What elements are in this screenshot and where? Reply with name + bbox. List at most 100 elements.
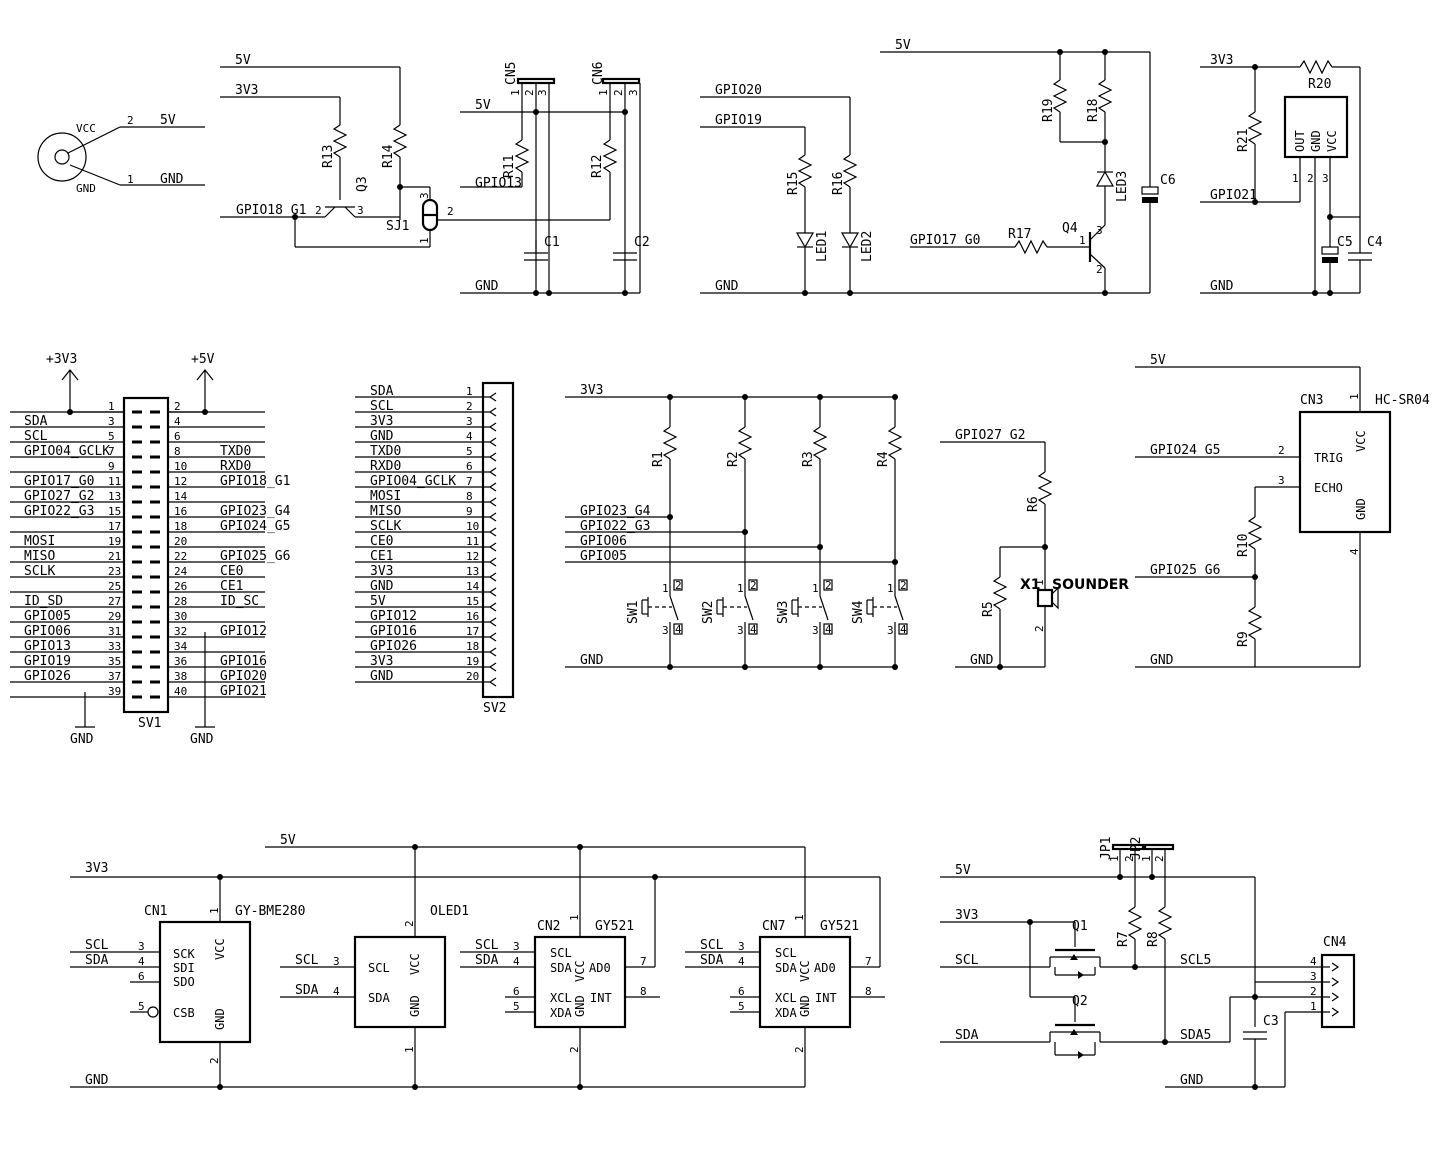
temp-sensor-section: 3V3 R20 R21 OUT GND VCC 1 2 3 GPIO21 C5 …: [1200, 53, 1383, 296]
q2-label: Q2: [1072, 994, 1088, 1009]
sw-pin-box: [673, 579, 683, 591]
sv2-pin: 15: [466, 595, 479, 608]
gy521-a-model: GY521: [595, 919, 634, 934]
sv2-net: GND: [370, 579, 394, 594]
sv1-odd-pin: 27: [108, 595, 121, 608]
sv1-pin-mark: [132, 620, 142, 624]
q4-section: 5V R19 R18 LED3 C6 Q4 R17 GPIO17_G0 1 2 …: [880, 38, 1176, 296]
i2c-shift-section: JP1 JP2 1 2 1 2 5V 3V3 SCL SDA Q1 Q2 R7 …: [940, 837, 1356, 1090]
bme-p4: 4: [138, 955, 145, 968]
us-p4: 4: [1348, 548, 1361, 555]
sounder-label: SOUNDER: [1052, 577, 1129, 593]
gya-int: INT: [590, 991, 612, 1005]
bme-p5: 5: [138, 1000, 145, 1013]
sv2-pin-mark: [488, 587, 497, 597]
cn4-p3: 3: [1310, 970, 1317, 983]
sv2-pin: 6: [466, 460, 473, 473]
r16-label: R16: [831, 172, 846, 195]
us-p3: 3: [1278, 474, 1285, 487]
us-net-gnd: GND: [1150, 653, 1174, 668]
pullup-resistor-label: R3: [801, 451, 816, 467]
sv1-odd-pin: 33: [108, 640, 121, 653]
sv1-pin-mark: [132, 485, 142, 489]
sv1-odd-pin: 21: [108, 550, 121, 563]
sv1-pin-mark: [150, 410, 160, 414]
sv2-pin-mark: [488, 407, 497, 417]
sv1-odd-pin: 5: [108, 430, 115, 443]
sv1-even-pin: 40: [174, 685, 187, 698]
sv1-left-net: GPIO06: [24, 624, 71, 639]
sv2-net: GND: [370, 669, 394, 684]
sv1-left-net: GPIO05: [24, 609, 71, 624]
us-gnd: GND: [1354, 498, 1368, 520]
sv1-pin-mark: [150, 455, 160, 459]
i2c-modules-section: CN1 GY-BME280 SCK SDI SDO CSB VCC GND 1 …: [70, 833, 885, 1090]
sv1-even-pin: 20: [174, 535, 187, 548]
junction-dot: [817, 544, 823, 550]
sv2-pin-mark: [488, 617, 497, 627]
gya-p7: 7: [640, 955, 647, 968]
sw-net-gnd: GND: [580, 653, 604, 668]
sv1-pin-mark: [150, 500, 160, 504]
cn4-p2: 2: [1310, 985, 1317, 998]
sv2-pin-mark: [488, 512, 497, 522]
sw-lever: [744, 595, 754, 621]
sw-p1: 1: [737, 582, 744, 595]
bme-model: GY-BME280: [235, 904, 305, 919]
sv1-gnd-right: GND: [190, 732, 214, 747]
sv2-pin-mark: [488, 647, 497, 657]
us-p2: 2: [1278, 444, 1285, 457]
sv1-even-pin: 18: [174, 520, 187, 533]
sv1-pin-mark: [132, 410, 142, 414]
sw-pin-box: [748, 579, 758, 591]
oled-gnd: GND: [408, 995, 422, 1017]
c6-icon: [1141, 186, 1159, 195]
us-vcc: VCC: [1354, 430, 1368, 452]
junction-dot: [742, 529, 748, 535]
sh-net-3v3: 3V3: [955, 908, 978, 923]
sv1-even-pin: 28: [174, 595, 187, 608]
sj1-pin3: 3: [418, 192, 431, 199]
pullup-resistor: [887, 426, 903, 460]
sv1-even-pin: 6: [174, 430, 181, 443]
jp1-p2: 2: [1123, 855, 1136, 862]
pullup-resistor: [662, 426, 678, 460]
sv1-even-pin: 34: [174, 640, 188, 653]
bme-gnd: GND: [213, 1008, 227, 1030]
sv1-odd-pin: 13: [108, 490, 121, 503]
sv2-pin: 18: [466, 640, 479, 653]
sw-p2: 2: [825, 579, 832, 592]
r10-label: R10: [1236, 534, 1251, 557]
ts-net-3v3: 3V3: [1210, 53, 1233, 68]
gyb-vcc: VCC: [798, 960, 812, 982]
bme-net-gnd: GND: [85, 1073, 109, 1088]
sv1-right-net: GPIO16: [220, 654, 267, 669]
sw-p4: 4: [900, 623, 907, 636]
oled-vcc: VCC: [408, 953, 422, 975]
led2-icon: [840, 232, 860, 249]
sv1-pin-mark: [150, 425, 160, 429]
sv1-even-pin: 30: [174, 610, 187, 623]
q1-arrow-icon: [1070, 954, 1078, 960]
cn6-connector: [601, 77, 641, 85]
sv2-pin-mark: [488, 602, 497, 612]
oled-label: OLED1: [430, 904, 469, 919]
switch-label: SW4: [851, 600, 866, 624]
q4-pin2: 2: [1096, 263, 1103, 276]
sv1-pin-mark: [132, 455, 142, 459]
sv1-right-net: GPIO20: [220, 669, 267, 684]
sw-net-2: GPIO06: [580, 534, 627, 549]
sv2-net: GPIO12: [370, 609, 417, 624]
jack-net-5v: 5V: [160, 113, 176, 128]
sv1-pin-mark: [150, 620, 160, 624]
oled-net-scl: SCL: [295, 953, 319, 968]
oled-sda: SDA: [368, 991, 390, 1005]
r17-label: R17: [1008, 227, 1031, 242]
sh-net-sda5: SDA5: [1180, 1028, 1211, 1043]
ts-pin-vcc: VCC: [1325, 130, 1339, 152]
cn1-label: CN1: [144, 904, 167, 919]
ts-pin-out: OUT: [1293, 130, 1307, 152]
c6-label: C6: [1160, 173, 1176, 188]
sv2-pin: 7: [466, 475, 473, 488]
sv1-odd-pin: 23: [108, 565, 121, 578]
